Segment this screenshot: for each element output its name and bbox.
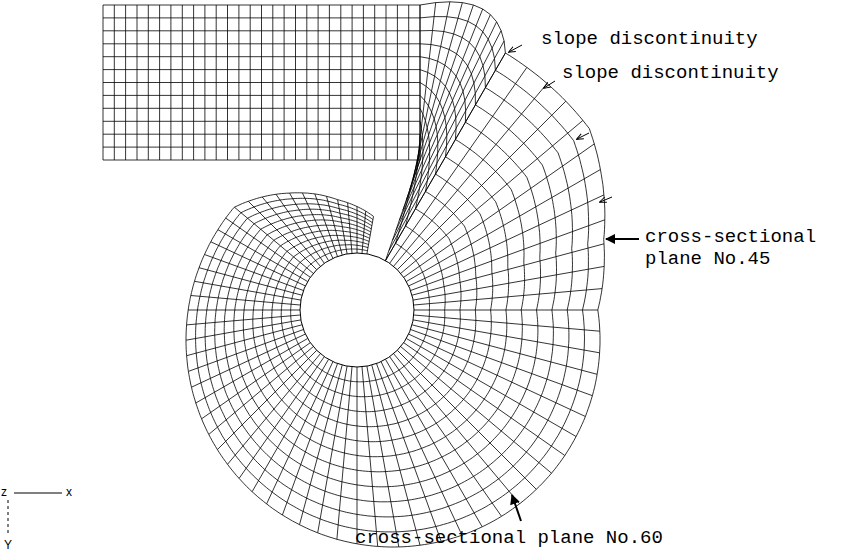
y-axis-line — [8, 500, 9, 536]
axis-label: z — [1, 486, 13, 499]
leader-arrow — [509, 45, 522, 52]
leader-arrow — [600, 197, 612, 202]
axis-label: x — [66, 486, 78, 499]
leader-arrow — [544, 81, 555, 88]
spiral-layer-lines — [186, 53, 605, 547]
spiral-radial-lines — [186, 53, 605, 547]
transition-grid — [386, 2, 506, 261]
leader-arrows — [509, 45, 639, 521]
duct-grid — [103, 5, 420, 160]
axis-triad — [8, 493, 62, 536]
plane-label: cross-sectional plane No.45 — [645, 226, 830, 270]
plane-label: cross-sectional plane No.60 — [355, 527, 695, 549]
axis-label: Y — [4, 539, 16, 552]
x-axis-line — [14, 493, 62, 494]
callout-text: slope discontinuity — [562, 62, 802, 84]
callout-text: slope discontinuity — [541, 28, 781, 50]
plane-arrow — [512, 495, 521, 521]
impeller-hole-circle — [300, 253, 414, 367]
mesh-group — [103, 2, 605, 547]
plane-arrow — [606, 238, 639, 240]
leader-arrow — [577, 133, 589, 139]
